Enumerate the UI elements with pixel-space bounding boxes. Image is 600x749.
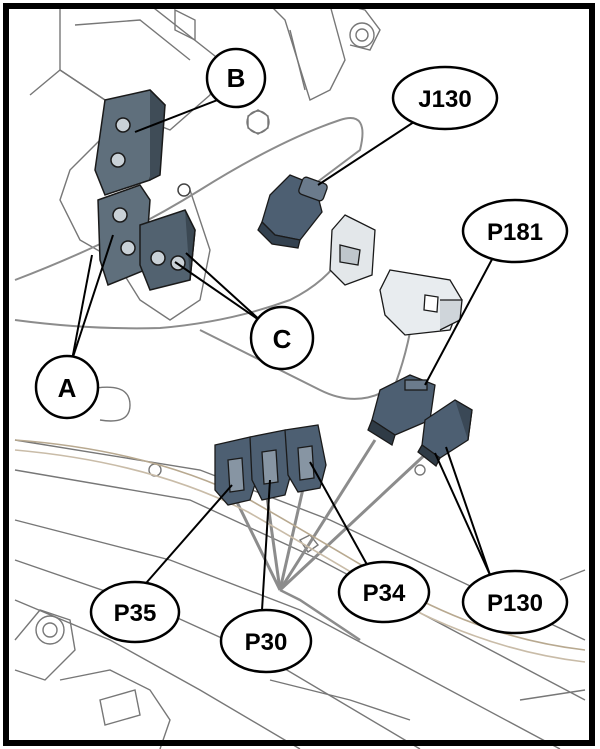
connector-p35 [214, 436, 259, 506]
callout-c-label: C [273, 324, 292, 354]
leader-lines [71, 93, 498, 611]
diagram-border [3, 3, 595, 746]
callout-b-label: B [227, 63, 246, 93]
callout-p130: P130 [461, 569, 569, 635]
connector-housing-p181-mate [379, 269, 463, 336]
connector-j130 [257, 174, 328, 249]
connector-p30 [249, 429, 293, 501]
callout-p35: P35 [89, 580, 181, 644]
mounting-brackets [94, 89, 196, 291]
callout-p35-label: P35 [114, 600, 157, 627]
callout-a: A [34, 354, 100, 420]
callout-p30: P30 [219, 608, 313, 674]
callout-p34-label: P34 [363, 580, 406, 607]
connector-p34 [284, 424, 327, 493]
callout-p30-label: P30 [245, 629, 288, 656]
callout-p34: P34 [337, 560, 431, 624]
callout-c: C [249, 305, 315, 371]
connector-p181 [367, 374, 436, 447]
connector-p130 [417, 399, 473, 467]
callout-p181: P181 [461, 198, 569, 264]
callout-b: B [205, 47, 267, 109]
callout-a-label: A [58, 373, 77, 403]
callout-j130: J130 [391, 65, 499, 131]
callout-p181-label: P181 [487, 219, 543, 246]
connector-housing-light [329, 214, 376, 286]
callout-p130-label: P130 [487, 590, 543, 617]
callout-j130-label: J130 [418, 86, 471, 113]
